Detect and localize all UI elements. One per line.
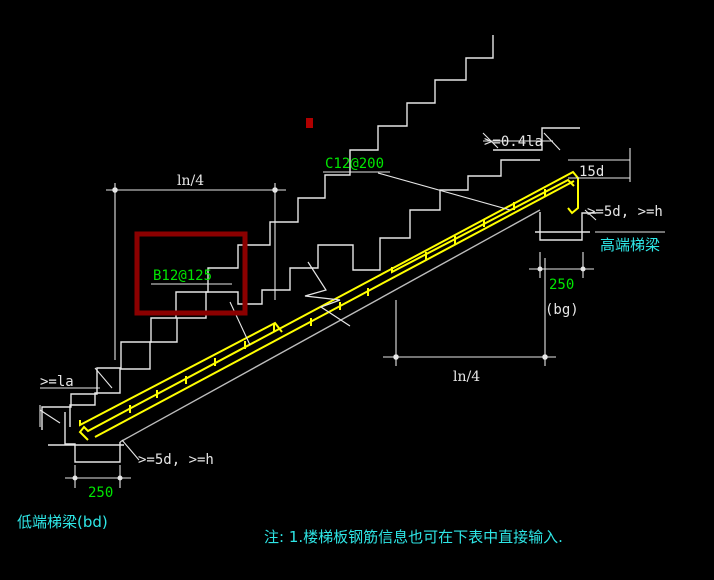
high-top-bar [391,178,575,274]
label-high-5d: >=5d, >=h [587,204,663,220]
break-symbol [304,261,351,327]
slab-bottom-line [119,209,541,443]
label-note: 注: 1.楼梯板钢筋信息也可在下表中直接输入. [264,528,563,546]
label-top-ln4: ln/4 [177,173,204,189]
label-high-250: 250 [549,277,574,293]
stair-step-profile [41,35,580,430]
label-high-04la: >=0.4la [484,134,543,150]
lower-layer-bar [94,180,575,438]
label-rebar-c[interactable]: C12@200 [325,156,384,172]
label-high-15d: 15d [579,164,604,180]
bottom-main-bar [78,170,579,441]
top-landing-outline [493,127,580,151]
label-low-beam: 低端梯梁(bd) [17,513,108,531]
label-high-bg: (bg) [545,302,579,318]
dimension-lines [39,132,665,488]
label-low-5d: >=5d, >=h [138,452,214,468]
step-outline [41,35,494,430]
stair-step-contour [69,159,540,427]
label-low-250: 250 [88,485,113,501]
rebar-group [78,170,579,441]
red-marker [306,118,313,128]
label-bottom-ln4: ln/4 [453,369,480,385]
high-end-beam [535,212,596,241]
highlight-selection-box[interactable] [134,231,248,316]
label-rebar-b[interactable]: B12@125 [153,268,212,284]
distribution-bars [129,189,546,413]
low-end-beam [48,412,124,463]
label-low-la: >=la [40,374,74,390]
label-high-beam: 高端梯梁 [600,236,660,254]
low-top-bar [79,321,283,427]
